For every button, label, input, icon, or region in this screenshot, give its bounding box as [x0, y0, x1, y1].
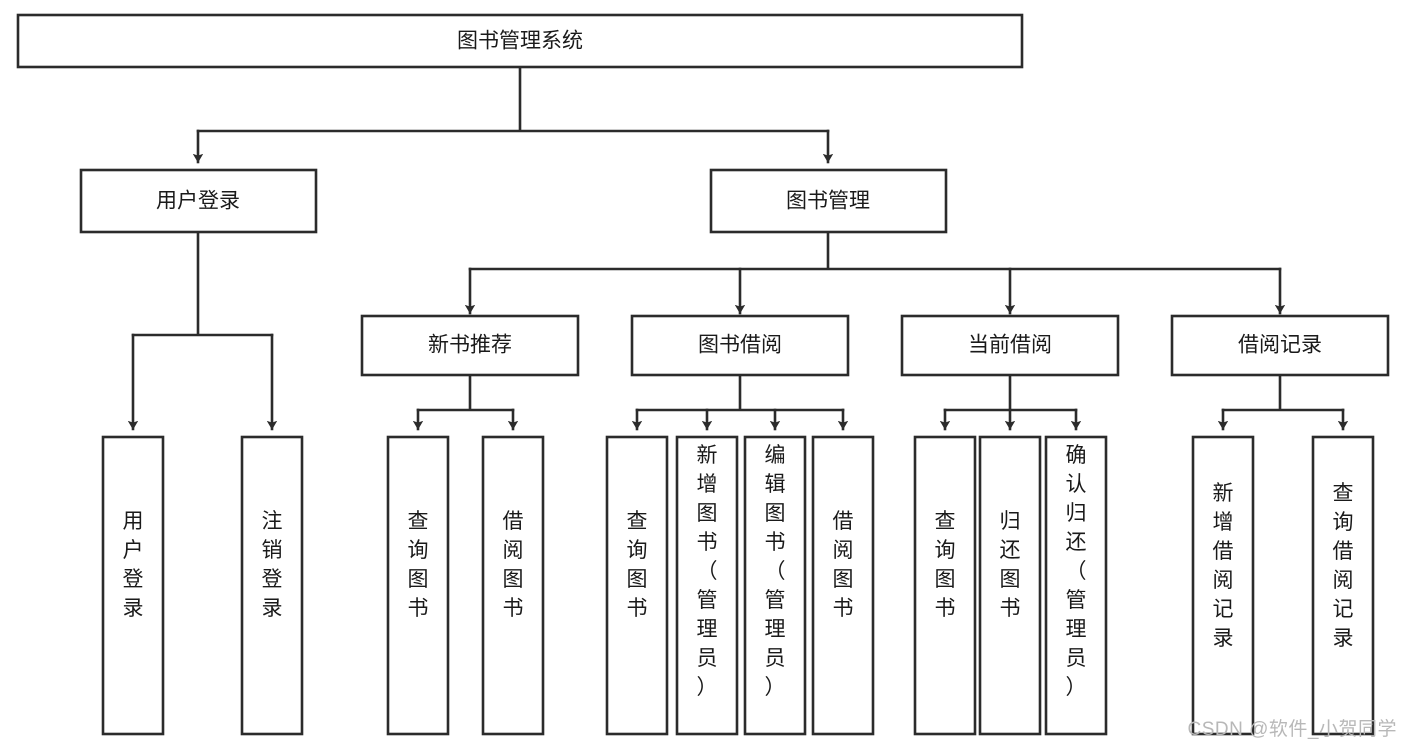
- node-current-borrow[interactable]: 当前借阅: [900, 314, 1120, 377]
- leaf-query-book-3[interactable]: 查询图书: [913, 435, 977, 736]
- leaf-confirm-return-admin-box[interactable]: [1044, 435, 1108, 736]
- node-book-borrow-box[interactable]: [630, 314, 850, 377]
- leaf-return-book-label: 归还图书: [1000, 510, 1021, 620]
- leaf-borrow-book-1-box[interactable]: [481, 435, 545, 736]
- node-new-book-recommend[interactable]: 新书推荐: [360, 314, 580, 377]
- node-book-management[interactable]: 图书管理: [709, 168, 948, 234]
- node-current-borrow-label: 当前借阅: [968, 334, 1052, 357]
- node-borrow-records[interactable]: 借阅记录: [1170, 314, 1390, 377]
- connector-layer: [127, 65, 1349, 431]
- leaf-query-book-3-box[interactable]: [913, 435, 977, 736]
- leaf-return-book-box[interactable]: [978, 435, 1042, 736]
- leaf-borrow-book-2-box[interactable]: [811, 435, 875, 736]
- leaf-query-book-2[interactable]: 查询图书: [605, 435, 669, 736]
- edge-new-books-bus: [416, 373, 515, 412]
- leaf-edit-book-admin-label: 编辑图书（管理员）: [765, 444, 786, 699]
- leaf-confirm-return-admin-label: 确认归还（管理员）: [1066, 444, 1087, 699]
- edge-records-bus: [1221, 373, 1345, 412]
- leaf-borrow-book-1[interactable]: 借阅图书: [481, 435, 545, 736]
- edge-book-mgmt-bus: [468, 230, 1282, 271]
- node-root-label: 图书管理系统: [457, 30, 583, 53]
- leaf-query-borrow-record-box[interactable]: [1311, 435, 1375, 736]
- leaf-return-book[interactable]: 归还图书: [978, 435, 1042, 736]
- leaf-borrow-book-2[interactable]: 借阅图书: [811, 435, 875, 736]
- node-book-management-label: 图书管理: [786, 190, 870, 213]
- leaf-query-book-1-box[interactable]: [386, 435, 450, 736]
- node-borrow-records-label: 借阅记录: [1238, 334, 1322, 357]
- leaf-edit-book-admin[interactable]: 编辑图书（管理员）: [743, 435, 807, 736]
- leaf-query-book-1[interactable]: 查询图书: [386, 435, 450, 736]
- edge-current-bus: [943, 373, 1078, 412]
- leaf-user-login-box[interactable]: [101, 435, 165, 736]
- leaf-borrow-book-1-label: 借阅图书: [503, 510, 524, 620]
- edge-user-login-bus: [131, 230, 274, 337]
- node-borrow-records-box[interactable]: [1170, 314, 1390, 377]
- node-root-system[interactable]: 图书管理系统: [16, 13, 1024, 69]
- leaf-query-book-3-label: 查询图书: [935, 510, 956, 620]
- leaf-query-book-2-box[interactable]: [605, 435, 669, 736]
- leaf-logout-label: 注销登录: [262, 510, 283, 620]
- node-user-login[interactable]: 用户登录: [79, 168, 318, 234]
- node-book-management-box[interactable]: [709, 168, 948, 234]
- node-book-borrow-label: 图书借阅: [698, 334, 782, 357]
- leaf-logout[interactable]: 注销登录: [240, 435, 304, 736]
- leaf-user-login-label: 用户登录: [123, 510, 144, 620]
- leaf-query-borrow-record[interactable]: 查询借阅记录: [1311, 435, 1375, 736]
- node-root-box[interactable]: [16, 13, 1024, 69]
- leaf-confirm-return-admin[interactable]: 确认归还（管理员）: [1044, 435, 1108, 736]
- node-current-borrow-box[interactable]: [900, 314, 1120, 377]
- leaf-add-book-admin[interactable]: 新增图书（管理员）: [675, 435, 739, 736]
- node-user-login-label: 用户登录: [156, 190, 240, 213]
- node-new-book-recommend-label: 新书推荐: [428, 334, 512, 357]
- node-user-login-box[interactable]: [79, 168, 318, 234]
- edge-borrow-bus: [635, 373, 845, 412]
- leaf-add-book-admin-label: 新增图书（管理员）: [697, 444, 718, 699]
- edge-root-bus: [196, 65, 830, 133]
- leaf-query-book-1-label: 查询图书: [408, 510, 429, 620]
- node-book-borrow[interactable]: 图书借阅: [630, 314, 850, 377]
- leaf-query-borrow-record-label: 查询借阅记录: [1333, 482, 1354, 650]
- leaf-logout-box[interactable]: [240, 435, 304, 736]
- leaf-borrow-book-2-label: 借阅图书: [833, 510, 854, 620]
- leaf-add-borrow-record-box[interactable]: [1191, 435, 1255, 736]
- leaf-query-book-2-label: 查询图书: [627, 510, 648, 620]
- leaf-add-borrow-record[interactable]: 新增借阅记录: [1191, 435, 1255, 736]
- leaf-add-book-admin-box[interactable]: [675, 435, 739, 736]
- leaf-edit-book-admin-box[interactable]: [743, 435, 807, 736]
- leaf-user-login[interactable]: 用户登录: [101, 435, 165, 736]
- leaf-add-borrow-record-label: 新增借阅记录: [1213, 482, 1234, 650]
- node-new-book-recommend-box[interactable]: [360, 314, 580, 377]
